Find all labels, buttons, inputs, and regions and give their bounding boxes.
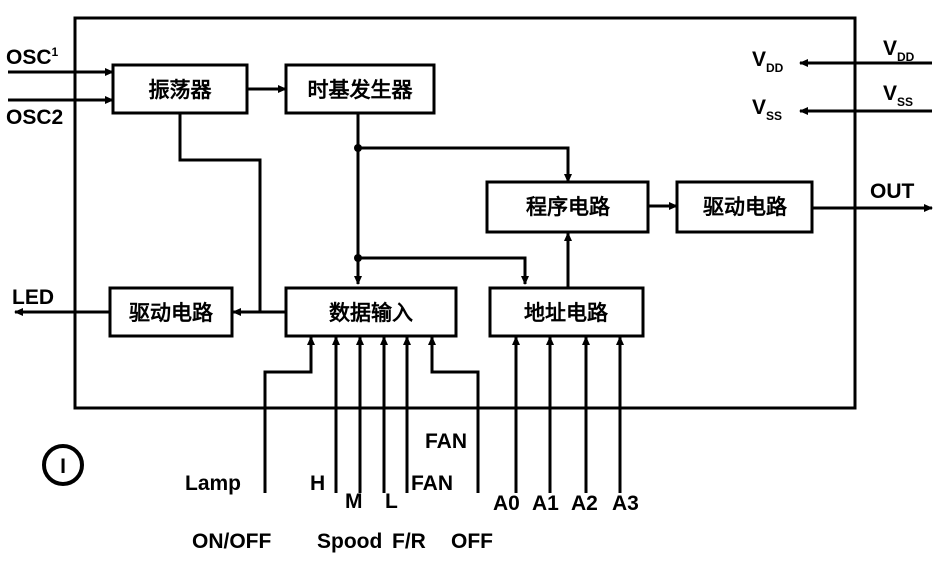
data-input-block xyxy=(284,286,458,338)
a0-label: A0 xyxy=(493,492,520,515)
vss-outer-label: VSS xyxy=(883,82,913,109)
speed-caption: Spood xyxy=(317,530,382,553)
driver-led-block xyxy=(108,286,234,338)
driver-out-block xyxy=(675,180,814,234)
timebase-block xyxy=(284,63,436,115)
address-label: 地址电路 xyxy=(524,301,609,325)
address-block xyxy=(488,286,645,338)
figure-mark-circle xyxy=(42,444,84,486)
oscillator-label: 振荡器 xyxy=(149,78,213,102)
oscillator-block xyxy=(111,63,249,115)
lamp-label: Lamp xyxy=(185,472,241,495)
a1-label: A1 xyxy=(532,492,559,515)
a2-label: A2 xyxy=(571,492,598,515)
on-off-caption: ON/OFF xyxy=(192,530,271,553)
l-label: L xyxy=(385,490,398,513)
osc2-label: OSC2 xyxy=(6,106,63,129)
data-to-address-wire xyxy=(358,256,529,285)
fr-caption: F/R xyxy=(392,530,426,553)
vss-inner-label: VSS xyxy=(752,96,782,123)
driver-out-label: 驱动电路 xyxy=(703,195,788,219)
data-input-label: 数据输入 xyxy=(329,301,413,325)
osc1-label: OSC1 xyxy=(6,45,59,69)
lamp-wire xyxy=(263,336,315,493)
vdd-outer-label: VDD xyxy=(883,37,915,64)
figure-mark-label: I xyxy=(60,455,66,478)
junction-dot xyxy=(354,254,362,262)
junction-dot xyxy=(354,144,362,152)
h-label: H xyxy=(310,472,325,495)
clock-to-program-wire xyxy=(358,146,572,183)
led-label: LED xyxy=(12,286,54,309)
a3-label: A3 xyxy=(612,492,639,515)
fan-fr-label: FAN xyxy=(411,472,453,495)
fan-off-wire xyxy=(428,336,480,493)
program-label: 程序电路 xyxy=(526,195,611,219)
m-label: M xyxy=(345,490,363,513)
osc-to-driver-wire xyxy=(178,114,262,316)
fan-off-label: FAN xyxy=(425,430,467,453)
timebase-label: 时基发生器 xyxy=(308,78,414,102)
out-label: OUT xyxy=(870,180,915,203)
driver-led-label: 驱动电路 xyxy=(129,301,214,325)
off-caption: OFF xyxy=(451,530,493,553)
program-block xyxy=(485,180,650,234)
vdd-inner-label: VDD xyxy=(752,48,784,75)
chip-outline xyxy=(73,16,857,410)
